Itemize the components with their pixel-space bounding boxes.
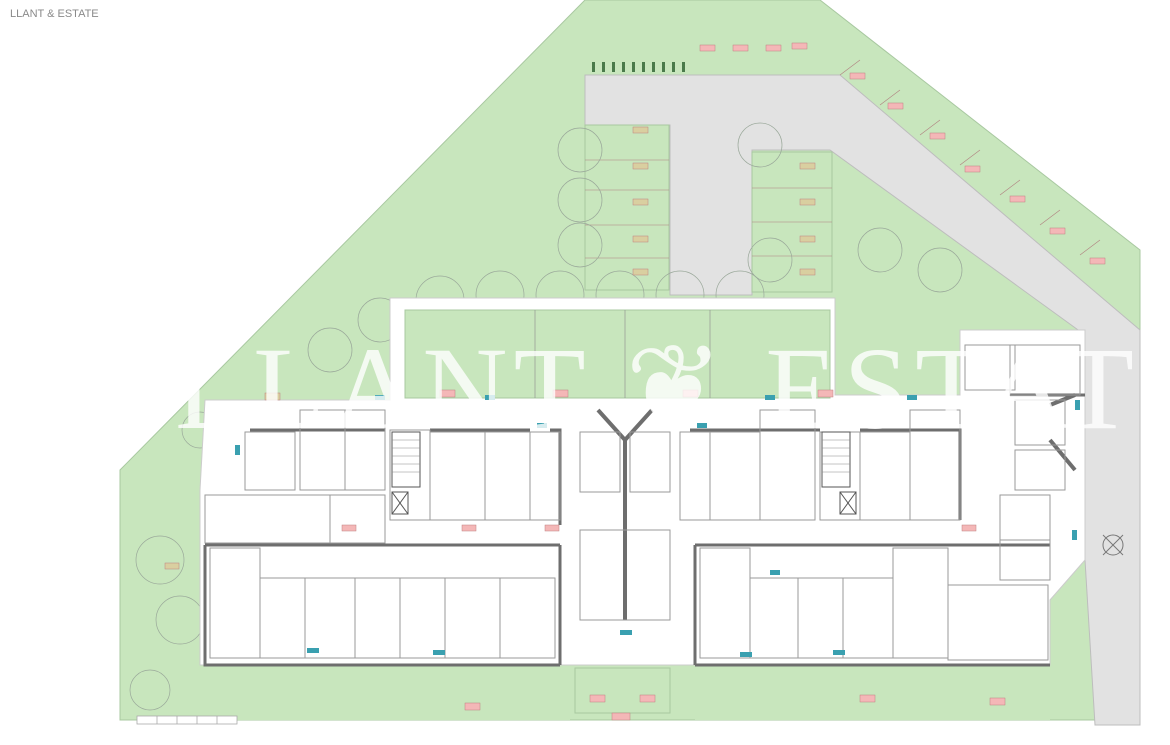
- compass-icon: [1102, 534, 1124, 556]
- south-lawn-2: [574, 667, 671, 714]
- interior-rooms: [204, 344, 1081, 661]
- parking-block-left: [584, 124, 670, 291]
- area-tags: [164, 42, 1106, 721]
- south-lawn: [200, 668, 570, 720]
- blue-fixtures: [235, 395, 1080, 657]
- exterior-walls: [203, 393, 1085, 667]
- scale-bar: [136, 715, 238, 725]
- courtyard-dividers: [534, 310, 711, 398]
- watermark-caption: LLANT & ESTATE: [10, 8, 99, 20]
- hedge-row: [592, 62, 685, 72]
- stairwells: [391, 431, 857, 515]
- parking-lines: [585, 59, 1101, 259]
- courtyard-lawn: [404, 309, 831, 399]
- access-road: [584, 74, 1141, 726]
- south-lawn-3: [695, 668, 1050, 720]
- stair-treads: [392, 439, 850, 473]
